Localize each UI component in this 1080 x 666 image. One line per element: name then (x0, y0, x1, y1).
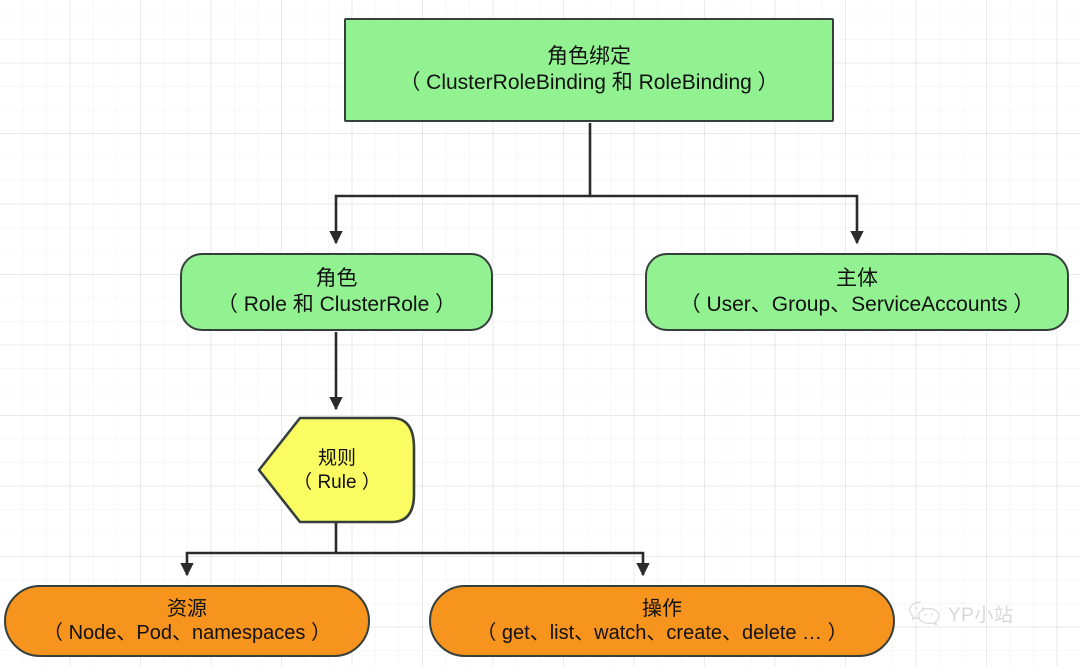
node-subject[interactable]: 主体 （ User、Group、ServiceAccounts ） (645, 253, 1069, 331)
node-action-subtitle: （ get、list、watch、create、delete … ） (476, 622, 848, 644)
edge-rolebinding-to-role (329, 123, 592, 245)
watermark: YP小站 (908, 600, 1013, 627)
node-subject-subtitle: （ User、Group、ServiceAccounts ） (679, 293, 1035, 316)
node-resource-subtitle: （ Node、Pod、namespaces ） (43, 622, 331, 644)
rule-hexagon-shape (257, 416, 416, 524)
node-role-binding[interactable]: 角色绑定 （ ClusterRoleBinding 和 RoleBinding … (344, 18, 834, 122)
watermark-text: YP小站 (948, 605, 1014, 626)
node-rule-subtitle: （ Rule ） (293, 471, 381, 493)
node-role-subtitle: （ Role 和 ClusterRole ） (216, 293, 457, 316)
edge-rule-to-action (336, 551, 650, 577)
node-role-title: 角色 (315, 267, 358, 291)
wechat-icon (909, 601, 940, 626)
node-resource[interactable]: 资源 （ Node、Pod、namespaces ） (4, 585, 370, 657)
node-role-binding-subtitle: （ ClusterRoleBinding 和 RoleBinding ） (399, 71, 779, 94)
node-rule-title: 规则 (317, 448, 356, 470)
node-action[interactable]: 操作 （ get、list、watch、create、delete … ） (429, 585, 895, 657)
node-rule[interactable]: 规则 （ Rule ） (258, 417, 416, 524)
edge-rule-to-resource (180, 523, 338, 577)
edge-rolebinding-to-subject (590, 194, 864, 245)
node-role-binding-title: 角色绑定 (547, 45, 631, 69)
node-subject-title: 主体 (836, 267, 878, 291)
node-role[interactable]: 角色 （ Role 和 ClusterRole ） (180, 253, 493, 331)
node-resource-title: 资源 (167, 597, 207, 620)
node-action-title: 操作 (642, 597, 682, 620)
